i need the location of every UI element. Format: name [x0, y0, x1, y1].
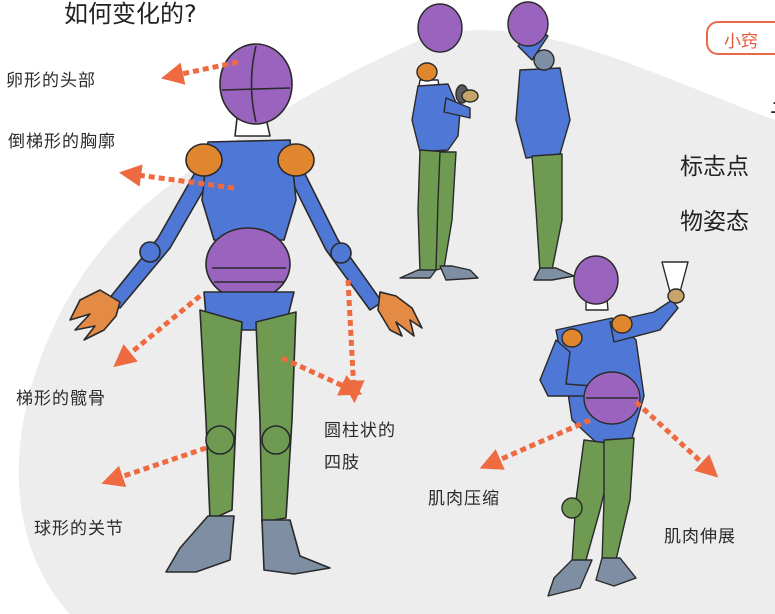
tip-badge [706, 21, 775, 55]
arrow-pelvis [113, 294, 202, 368]
label-limbs-1: 圆柱状的 [324, 421, 396, 441]
arrows [101, 59, 719, 488]
arrow-compress [479, 417, 592, 470]
label-joints: 球形的关节 [34, 519, 124, 539]
label-compress: 肌肉压缩 [428, 489, 500, 509]
tip-badge-label: 小窍 [724, 32, 758, 52]
sidebar-line-3: 物姿态 [680, 209, 749, 235]
label-pelvis: 梯形的髋骨 [16, 389, 106, 409]
pose-figure-left [399, 3, 479, 281]
sidebar-line-2: 标志点 [680, 154, 749, 180]
label-chest: 倒梯形的胸廓 [8, 132, 116, 152]
arrow-limb-vertical [342, 279, 365, 404]
arrow-stretch [634, 400, 719, 478]
pose-figure-right [507, 1, 575, 281]
arrow-joint [101, 445, 207, 488]
label-head: 卵形的头部 [6, 71, 96, 91]
arrow-head [160, 59, 239, 85]
pose-figure-twist [539, 255, 689, 597]
label-stretch: 肌肉伸展 [664, 527, 736, 547]
sidebar-line-1: 子 [770, 93, 775, 127]
arrow-limb-right [280, 355, 363, 396]
label-limbs-2: 四肢 [324, 453, 360, 473]
arrow-chest [118, 164, 235, 191]
main-figure [69, 43, 423, 575]
page-heading: 如何变化的? [64, 0, 197, 28]
